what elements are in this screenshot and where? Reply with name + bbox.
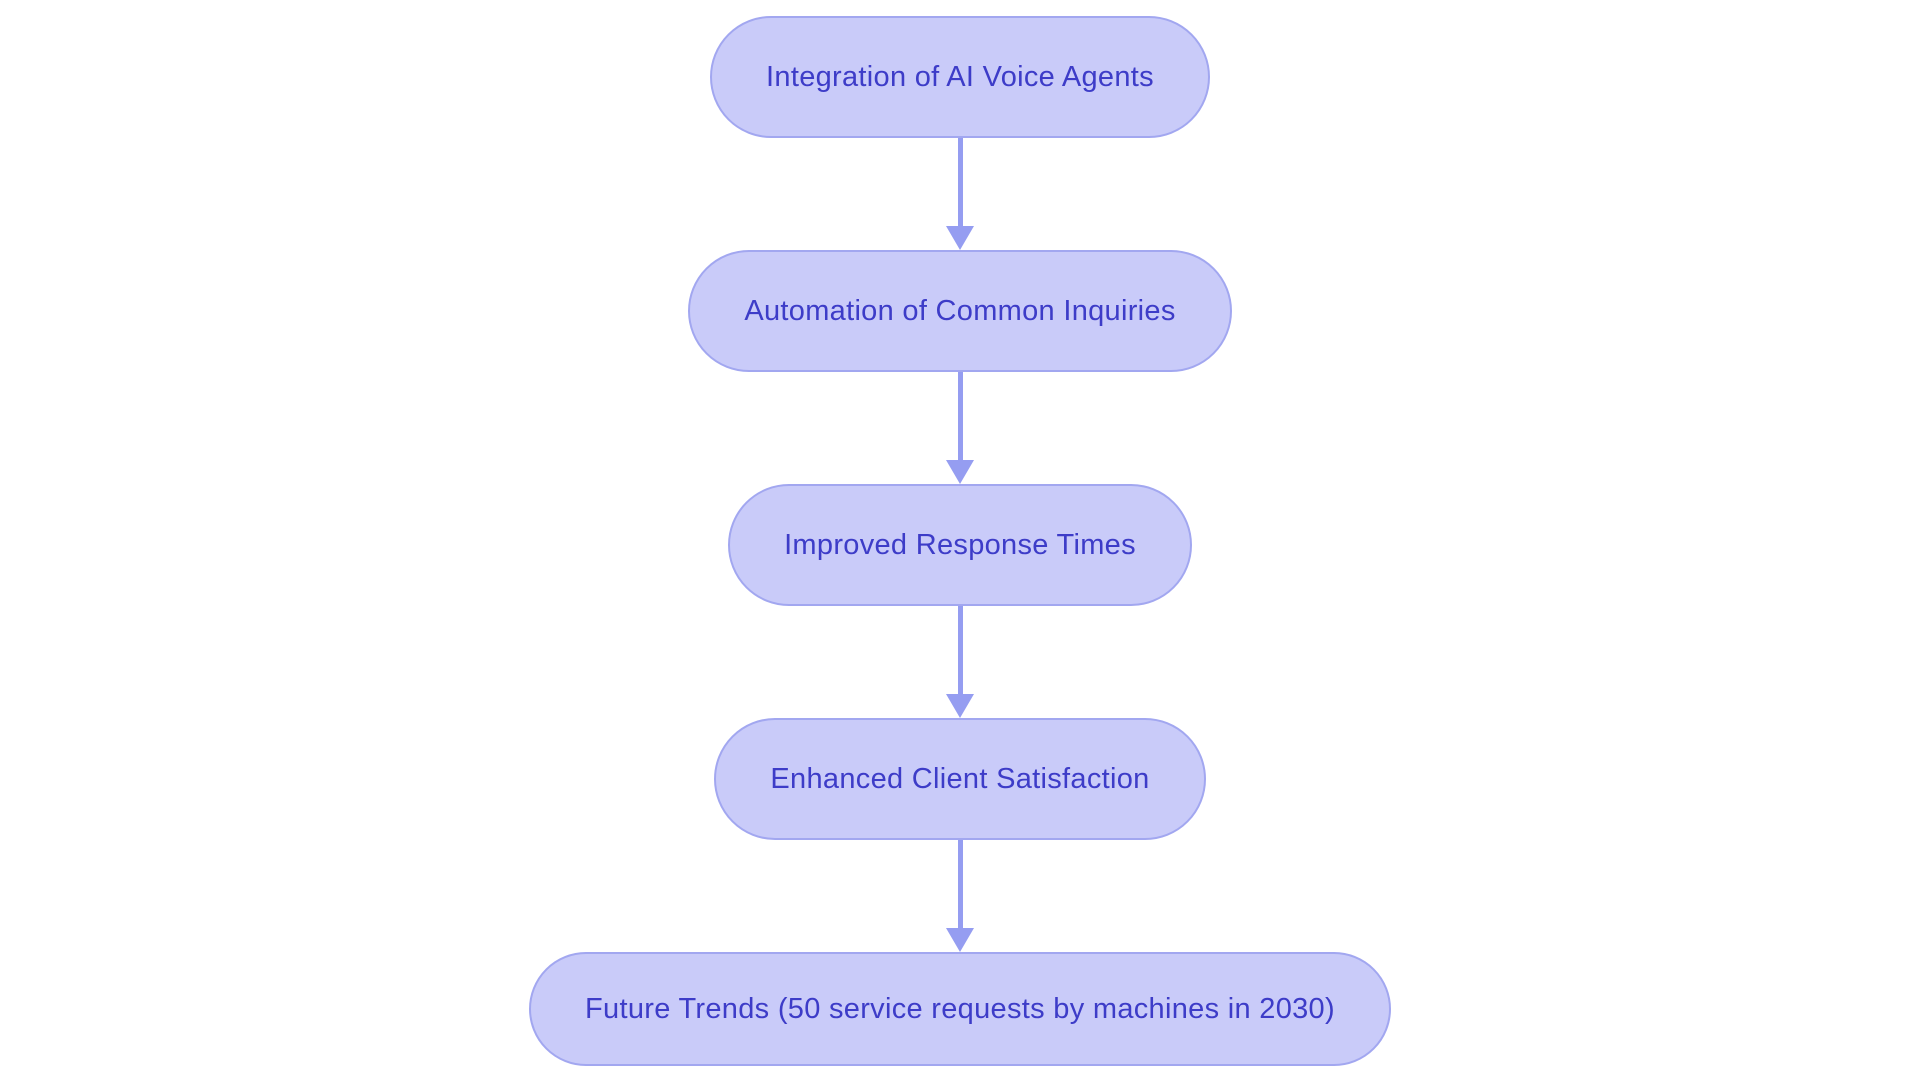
flow-node-enhanced-client-satisfaction: Enhanced Client Satisfaction: [714, 718, 1206, 840]
arrow-stem: [957, 138, 963, 226]
flow-node-automation-of-common-inquiries: Automation of Common Inquiries: [688, 250, 1232, 372]
flow-node-label: Future Trends (50 service requests by ma…: [585, 992, 1335, 1025]
arrow-head: [946, 694, 974, 718]
flow-node-label: Improved Response Times: [784, 528, 1136, 561]
arrow-down-icon: [946, 372, 974, 484]
arrow-head: [946, 226, 974, 250]
flow-node-improved-response-times: Improved Response Times: [728, 484, 1192, 606]
arrow-down-icon: [946, 138, 974, 250]
flow-node-integration-of-ai-voice-agents: Integration of AI Voice Agents: [710, 16, 1210, 138]
flow-node-label: Enhanced Client Satisfaction: [770, 762, 1150, 795]
arrow-down-icon: [946, 606, 974, 718]
flow-node-label: Automation of Common Inquiries: [744, 294, 1176, 327]
flow-node-future-trends: Future Trends (50 service requests by ma…: [529, 952, 1391, 1066]
arrow-head: [946, 928, 974, 952]
flow-node-label: Integration of AI Voice Agents: [766, 60, 1154, 93]
arrow-head: [946, 460, 974, 484]
arrow-stem: [957, 840, 963, 928]
arrow-stem: [957, 372, 963, 460]
arrow-down-icon: [946, 840, 974, 952]
arrow-stem: [957, 606, 963, 694]
